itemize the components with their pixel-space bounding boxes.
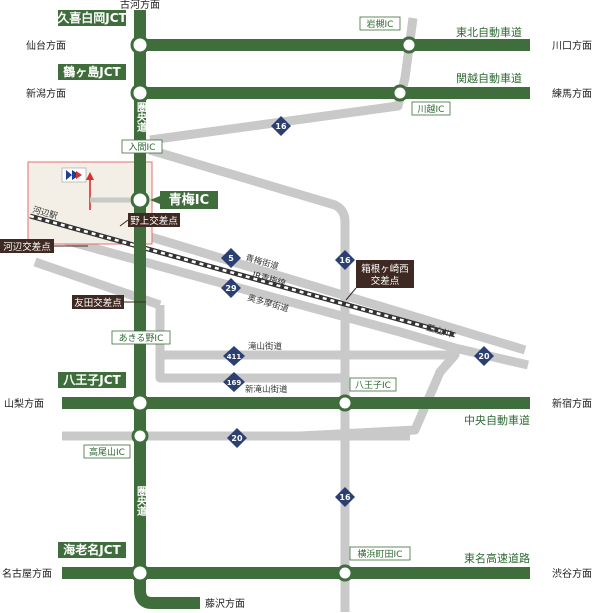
callout-hakonegasaki-2: 交差点 <box>371 275 400 287</box>
jct-label-tsurugashima: 鶴ヶ島JCT <box>63 64 121 79</box>
callout-kabe: 河辺交差点 <box>3 241 51 253</box>
site-arrow-head <box>86 172 94 180</box>
tohoku-expressway-name: 東北自動車道 <box>456 25 522 39</box>
ken-o-do-label-south: 圏央道 <box>135 486 147 517</box>
svg-text:20: 20 <box>231 434 243 443</box>
site-logo-accent <box>76 171 82 179</box>
ic-yokohama-machida: 横浜町田IC <box>358 548 403 560</box>
kuki-shiraoka-jct-node <box>130 35 150 55</box>
ic-label-texts: 岩槻IC 川越IC 入間IC あきる野IC 八王子IC 高尾山IC 横浜町田IC <box>89 18 444 560</box>
callout-tomoda: 友田交差点 <box>74 297 122 309</box>
takiyama-connector <box>299 352 459 441</box>
route-29-shield: 29 <box>221 278 241 298</box>
ken-o-do-labels: 圏央道 圏央道 <box>135 102 147 517</box>
route-16-shield-b: 16 <box>335 250 355 270</box>
svg-text:411: 411 <box>227 353 242 361</box>
kan-etsu-expressway-name: 関越自動車道 <box>456 71 522 85</box>
ome-ic-label: 青梅IC <box>169 192 209 208</box>
dir-nerima: 練馬方面 <box>552 87 592 100</box>
dir-fujisawa: 藤沢方面 <box>205 597 245 610</box>
local-roads <box>33 17 530 612</box>
svg-text:169: 169 <box>227 379 242 387</box>
ken-o-do-label-north: 圏央道 <box>135 102 147 133</box>
route-shields: 16 5 29 411 169 20 20 16 <box>221 116 494 507</box>
ic-hachioji: 八王子IC <box>355 380 391 391</box>
svg-text:16: 16 <box>339 493 351 502</box>
ebina-jct-node <box>130 563 150 583</box>
callouts: 野上交差点 河辺交差点 友田交差点 箱根ヶ崎西 交差点 <box>0 213 414 309</box>
ome-ic-node <box>130 190 150 210</box>
expressway-names: 東北自動車道 関越自動車道 中央自動車道 東名高速道路 <box>456 25 530 565</box>
direction-labels: 古河方面 仙台方面 川口方面 新潟方面 練馬方面 山梨方面 新宿方面 名古屋方面… <box>2 0 592 610</box>
ic-akiruno: あきる野IC <box>119 333 164 344</box>
route-20-shield-b: 20 <box>227 428 247 448</box>
ic-takaosan: 高尾山IC <box>89 446 125 458</box>
tsurugashima-jct-node <box>130 83 150 103</box>
dir-nagoya: 名古屋方面 <box>2 567 52 580</box>
okutama-kaido-road <box>33 227 457 353</box>
ic-iwatsuki: 岩槻IC <box>367 18 394 30</box>
svg-text:16: 16 <box>275 122 287 131</box>
site-logo-shape <box>66 170 80 180</box>
route-169-shield: 169 <box>223 372 245 392</box>
yokohama-machida-ic-node <box>336 564 354 582</box>
svg-text:20: 20 <box>478 352 490 361</box>
jct-label-kuki: 久喜白岡JCT <box>57 10 127 25</box>
ken-o-do <box>134 10 200 609</box>
dir-furukawa: 古河方面 <box>120 0 160 11</box>
node-circles <box>130 35 418 583</box>
svg-text:29: 29 <box>225 284 237 293</box>
route-411-shield: 411 <box>223 346 245 366</box>
route-16-shield-a: 16 <box>271 116 291 136</box>
dir-shinjuku: 新宿方面 <box>552 397 592 410</box>
route-16-shield-c: 16 <box>335 487 355 507</box>
callout-nogami: 野上交差点 <box>130 215 178 227</box>
shin-takiyama-road <box>155 355 345 383</box>
tomei-expressway-name: 東名高速道路 <box>464 551 530 565</box>
iruma-road <box>148 145 350 612</box>
dir-shibuya: 渋谷方面 <box>552 567 592 580</box>
jct-label-hachioji: 八王子JCT <box>62 373 121 387</box>
svg-text:16: 16 <box>339 256 351 265</box>
ic-kawagoe: 川越IC <box>418 103 445 115</box>
dir-sendai: 仙台方面 <box>26 39 66 52</box>
takiyama-kaido-label: 滝山街道 <box>248 341 283 352</box>
chuo-expressway-name: 中央自動車道 <box>464 413 530 427</box>
ic-iruma: 入間IC <box>129 142 156 153</box>
dir-niigata: 新潟方面 <box>26 87 66 100</box>
callout-hakonegasaki-1: 箱根ヶ崎西 <box>361 263 409 275</box>
hachioji-ic-node <box>336 394 354 412</box>
iwatsuki-ic-node <box>400 36 418 54</box>
shin-takiyama-kaido-label: 新滝山街道 <box>245 384 288 395</box>
jct-labels: 久喜白岡JCT 鶴ヶ島JCT 八王子JCT 海老名JCT 青梅IC <box>57 10 218 558</box>
ic-labels <box>83 16 451 561</box>
jr-ome-line <box>29 213 456 338</box>
jct-label-ebina: 海老名JCT <box>63 542 121 557</box>
hachioji-jct-node <box>130 393 150 413</box>
route-5-shield: 5 <box>221 248 241 268</box>
svg-text:5: 5 <box>228 254 234 263</box>
takaosan-ic-node <box>131 427 149 445</box>
dir-kawaguchi: 川口方面 <box>552 39 592 52</box>
kawagoe-ic-node <box>391 84 409 102</box>
route-20-shield-a: 20 <box>474 346 494 366</box>
dir-yamanashi: 山梨方面 <box>4 397 44 410</box>
